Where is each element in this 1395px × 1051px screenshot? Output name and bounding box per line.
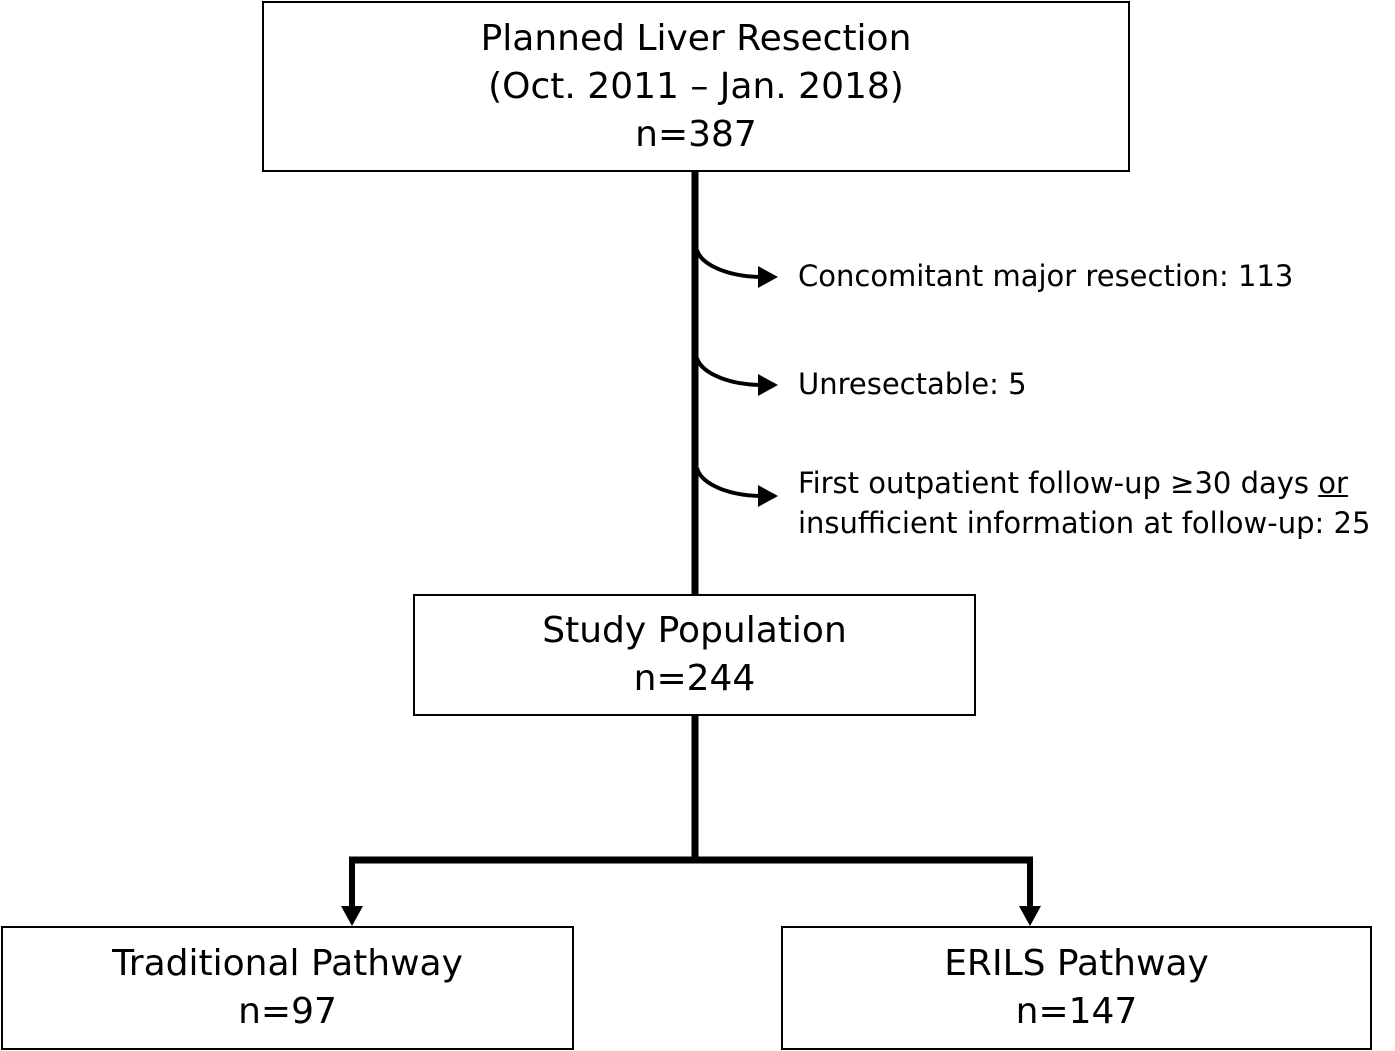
- erils-pathway-count: n=147: [1015, 991, 1138, 1032]
- exclusion-follow-up-line1-text: First outpatient follow-up ≥30 days: [798, 466, 1319, 500]
- exclusion-follow-up-or: or: [1318, 466, 1348, 500]
- exclusion-follow-up-line2: insufficient information at follow-up: 2…: [798, 506, 1371, 540]
- planned-resection-title: Planned Liver Resection: [480, 17, 912, 59]
- exclusion-follow-up-line1: First outpatient follow-up ≥30 days or: [798, 463, 1370, 503]
- exclusion-concomitant: Concomitant major resection: 113: [798, 256, 1293, 296]
- study-population-title: Study Population: [542, 610, 847, 651]
- exclusion-unresectable-text: Unresectable: 5: [798, 367, 1027, 401]
- planned-resection-count: n=387: [635, 113, 757, 155]
- study-population-box: Study Population n=244: [413, 594, 976, 716]
- traditional-pathway-count: n=97: [238, 991, 337, 1032]
- planned-resection-box: Planned Liver Resection (Oct. 2011 – Jan…: [262, 1, 1130, 172]
- traditional-pathway-title: Traditional Pathway: [112, 943, 463, 984]
- erils-pathway-box: ERILS Pathway n=147: [781, 926, 1372, 1050]
- exclusion-concomitant-text: Concomitant major resection: 113: [798, 259, 1294, 293]
- exclusion-arrow-2: [695, 357, 761, 387]
- right-arrowhead: [1019, 906, 1041, 926]
- exclusion-arrow-3: [695, 467, 761, 498]
- traditional-pathway-box: Traditional Pathway n=97: [1, 926, 574, 1050]
- exclusion-arrowhead-2: [758, 374, 778, 396]
- exclusion-arrow-1: [695, 249, 761, 279]
- erils-pathway-title: ERILS Pathway: [944, 943, 1209, 984]
- exclusion-arrowhead-3: [758, 485, 778, 507]
- study-population-count: n=244: [633, 658, 756, 699]
- exclusion-follow-up: First outpatient follow-up ≥30 days or i…: [798, 463, 1370, 543]
- exclusion-arrowhead-1: [758, 266, 778, 288]
- exclusion-unresectable: Unresectable: 5: [798, 364, 1027, 404]
- left-arrowhead: [341, 906, 363, 926]
- planned-resection-period: (Oct. 2011 – Jan. 2018): [488, 65, 904, 107]
